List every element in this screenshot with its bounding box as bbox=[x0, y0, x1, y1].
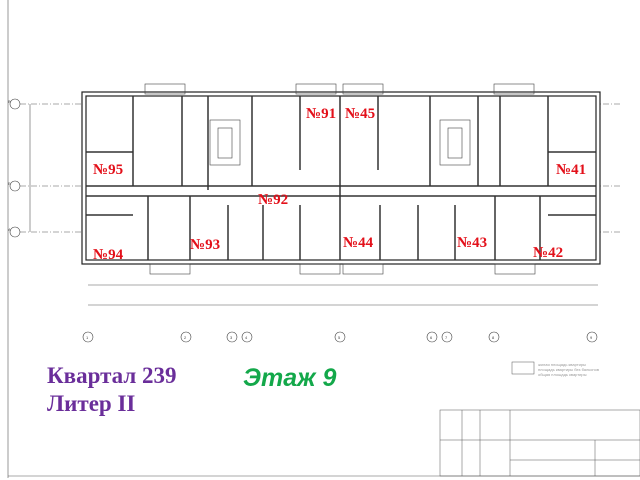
apartment-label-43: №43 bbox=[457, 235, 488, 251]
axis-marker-v bbox=[9, 98, 21, 110]
axis-label-4: 4 bbox=[245, 335, 248, 340]
apartment-label-95: №95 bbox=[93, 162, 124, 178]
svg-text:жилая площадь квартиры: жилая площадь квартиры bbox=[538, 362, 586, 367]
liter-label: Литер II bbox=[47, 391, 136, 416]
axis-label-1: 1 bbox=[86, 335, 89, 340]
axis-label-2: 2 bbox=[184, 335, 187, 340]
axis-label-9: 9 bbox=[590, 335, 593, 340]
axis-label-3: 3 bbox=[230, 335, 233, 340]
axis-label-b: Б bbox=[8, 181, 11, 186]
apartment-label-41: №41 bbox=[556, 162, 587, 178]
apartment-label-42: №42 bbox=[533, 245, 564, 261]
apartment-label-93: №93 bbox=[190, 237, 221, 253]
floor-label: Этаж 9 bbox=[243, 364, 337, 392]
axis-label-a: А bbox=[8, 227, 11, 232]
apartment-label-45: №45 bbox=[345, 106, 376, 122]
block-number: Квартал 239 bbox=[47, 363, 177, 388]
axis-marker-a bbox=[9, 226, 21, 238]
apartment-label-44: №44 bbox=[343, 235, 374, 251]
axis-label-7: 7 bbox=[445, 335, 448, 340]
block-title: Квартал 239 Литер II bbox=[47, 362, 177, 418]
apartment-label-92: №92 bbox=[258, 192, 289, 208]
axis-marker-b bbox=[9, 180, 21, 192]
axis-label-8: 8 bbox=[492, 335, 495, 340]
axis-label-v: В bbox=[8, 99, 11, 104]
axis-label-5: 5 bbox=[338, 335, 341, 340]
svg-text:общая площадь квартиры: общая площадь квартиры bbox=[538, 372, 587, 377]
apartment-label-91: №91 bbox=[306, 106, 337, 122]
svg-text:площадь квартиры без балконов: площадь квартиры без балконов bbox=[538, 367, 599, 372]
apartment-label-94: №94 bbox=[93, 247, 124, 263]
axis-label-6: 6 bbox=[430, 335, 433, 340]
